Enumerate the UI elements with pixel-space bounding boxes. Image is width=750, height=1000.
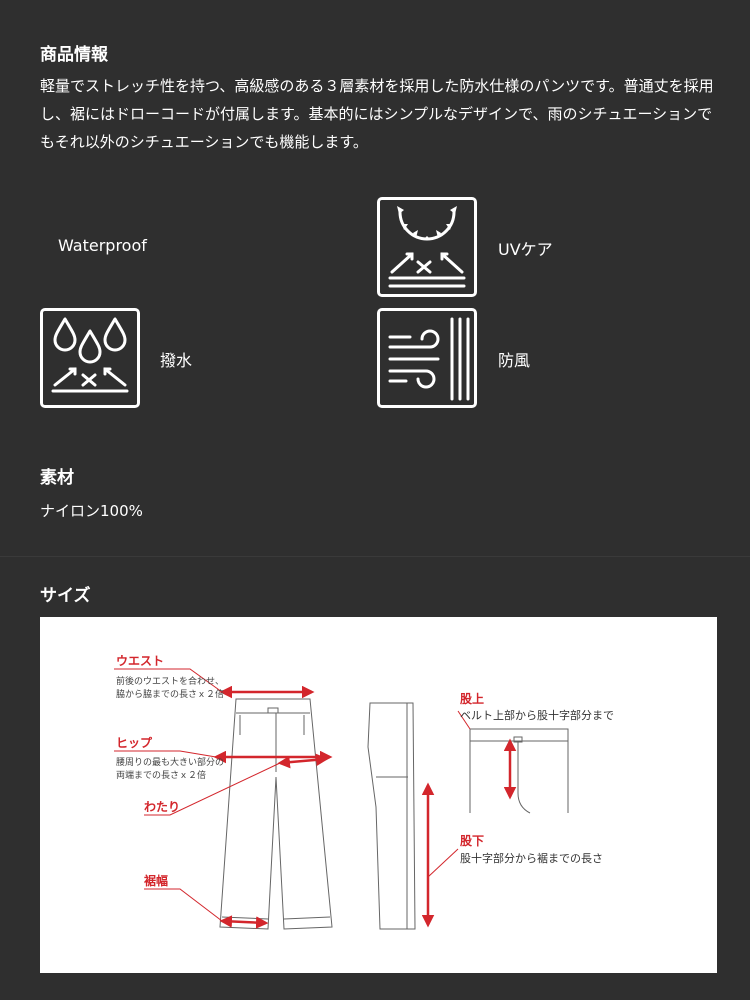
feature-label-uv: UVケア [498,240,553,259]
hip-note-2: 両端までの長さｘ２倍 [116,769,206,781]
rise-note: ベルト上部から股十字部分まで [460,708,614,722]
pants-front-drawing [219,698,333,930]
hem-arrow [219,915,269,929]
size-diagram: ウエスト 前後のウエストを合わせ、 脇から脇までの長さｘ２倍 ヒップ 腰周りの最… [40,617,717,973]
water-drops-icon [40,308,140,408]
feature-label-water-repellent: 撥水 [160,351,193,370]
waist-note-2: 脇から脇までの長さｘ２倍 [116,688,224,700]
product-info-heading: 商品情報 [40,45,108,65]
material-heading: 素材 [40,468,74,488]
inseam-label: 股下 [460,833,484,848]
sun-uv-icon [377,197,477,297]
pants-side-drawing [367,702,416,930]
waist-label: ウエスト [116,654,164,668]
feature-label-windproof: 防風 [498,351,531,370]
thigh-label: わたり [144,800,180,814]
material-value: ナイロン100% [40,502,143,520]
inseam-note: 股十字部分から裾までの長さ [460,851,603,865]
thigh-arrow [277,753,329,769]
hip-note-1: 腰周りの最も大きい部分の [116,756,224,768]
product-description: 軽量でストレッチ性を持つ、高級感のある３層素材を採用した防水仕様のパンツです。普… [40,77,714,151]
hip-label: ヒップ [116,735,153,750]
pants-rise-drawing [469,728,569,814]
hem-label: 裾幅 [144,873,168,888]
size-heading: サイズ [40,586,91,606]
waist-note-1: 前後のウエストを合わせ、 [116,675,224,687]
feature-label-waterproof: Waterproof [58,236,147,255]
rise-label: 股上 [460,691,484,706]
wind-icon [377,308,477,408]
section-divider [0,556,750,557]
